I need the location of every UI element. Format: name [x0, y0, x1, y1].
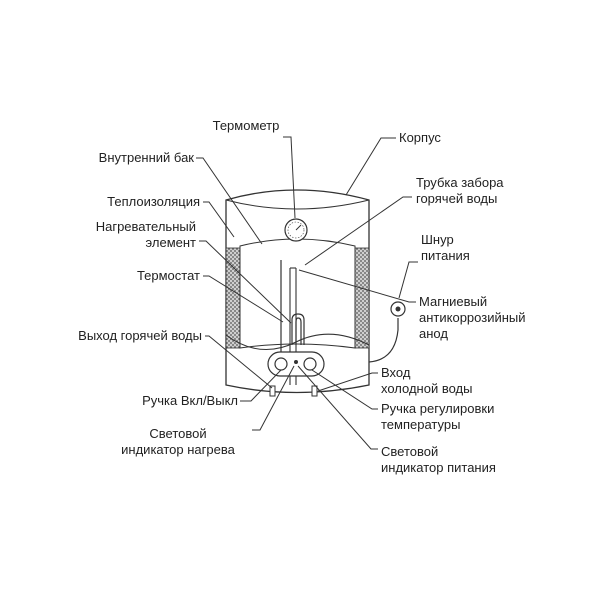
leader-cold-water-inlet — [317, 372, 378, 392]
thermometer-gauge — [284, 218, 308, 242]
leader-insulation — [203, 201, 235, 238]
label-cold-water-inlet: Вход холодной воды — [381, 365, 473, 396]
leader-lines — [196, 136, 418, 450]
label-inner-tank: Внутренний бак — [98, 150, 194, 165]
label-insulation: Теплоизоляция — [107, 194, 200, 209]
label-heating-element: Нагревательный элемент — [95, 219, 196, 250]
insulation-right — [354, 247, 370, 349]
label-power-cord: Шнур питания — [421, 232, 470, 263]
leader-power-switch — [240, 369, 282, 402]
bottom-pipes — [269, 385, 318, 397]
leader-thermometer — [283, 136, 296, 219]
heating-element-coil — [291, 313, 305, 345]
leader-temp-knob — [311, 369, 378, 410]
leader-anode — [298, 269, 416, 303]
leader-heating-element — [199, 240, 292, 324]
leader-power-indicator — [297, 365, 378, 450]
leader-hot-water-pipe — [304, 196, 412, 266]
label-thermometer: Термометр — [212, 118, 280, 133]
leader-thermostat — [203, 275, 284, 323]
inner-tank — [239, 238, 356, 349]
body-side-edge — [225, 199, 370, 210]
leader-power-cord — [398, 261, 418, 299]
label-heating-indicator: Световой индикатор нагрева — [121, 426, 235, 457]
label-body: Корпус — [399, 130, 441, 145]
leader-inner-tank — [196, 157, 263, 245]
label-hot-water-outlet: Выход горячей воды — [78, 328, 202, 343]
label-power-indicator: Световой индикатор питания — [381, 444, 496, 475]
power-cord — [368, 301, 406, 363]
heater-body — [225, 189, 370, 394]
leader-hot-water-outlet — [205, 335, 273, 389]
label-temp-knob: Ручка регулировки температуры — [381, 401, 495, 432]
leader-heating-indicator — [252, 365, 295, 431]
label-anode: Магниевый антикоррозийный анод — [419, 294, 526, 341]
label-power-switch: Ручка Вкл/Выкл — [142, 393, 238, 408]
leader-body — [345, 137, 396, 196]
label-hot-water-pipe: Трубка забора горячей воды — [416, 175, 504, 206]
label-thermostat: Термостат — [136, 268, 200, 283]
